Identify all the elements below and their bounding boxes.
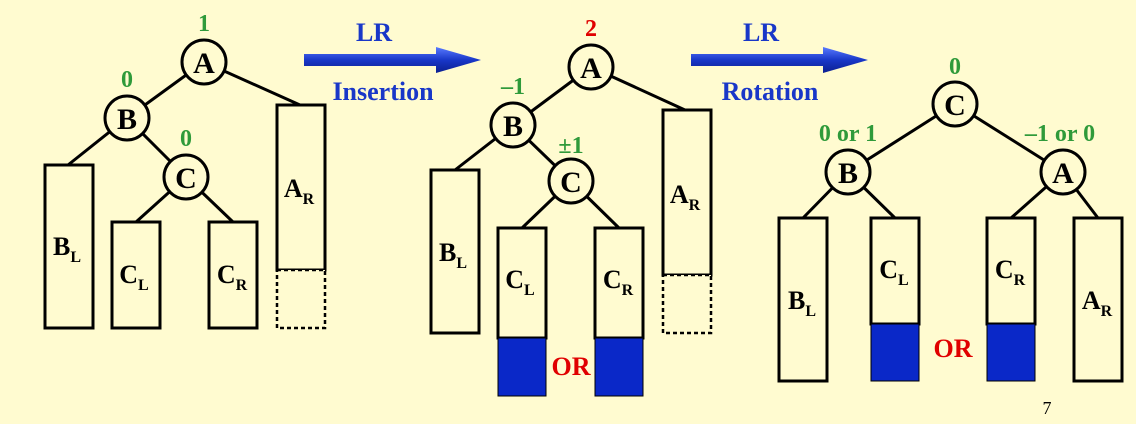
arrow1-top-label: LR — [356, 18, 392, 47]
subtree-cr-label: CR — [217, 260, 248, 294]
subtree-cr-label: CR — [995, 255, 1026, 289]
subtree-cr — [207, 220, 259, 330]
subtree-bl-label: BL — [439, 238, 467, 272]
svg-text:B: B — [117, 103, 137, 136]
subtree-cl-growth-fill — [497, 337, 547, 397]
arrow2-bottom-label: Rotation — [722, 77, 819, 106]
subtree-cl — [110, 220, 162, 330]
subtree-cr-label: CR — [603, 265, 634, 299]
or-label: OR — [552, 352, 591, 381]
svg-text:A: A — [580, 52, 602, 85]
subtree-cl-growth-fill — [870, 323, 920, 382]
node-c: C — [162, 153, 210, 201]
balance-factor-c: 0 — [180, 126, 192, 152]
subtree-cl-label: CL — [879, 255, 908, 289]
subtree-ar — [1072, 216, 1124, 383]
or-label: OR — [934, 334, 973, 363]
balance-factor-a: 1 — [198, 11, 210, 37]
svg-text:A: A — [1052, 157, 1074, 190]
subtree-ar-label: AR — [1082, 286, 1113, 320]
balance-factor-b: 0 or 1 — [819, 121, 877, 147]
subtree-cl-label: CL — [119, 260, 148, 294]
subtree-bl-label: BL — [788, 286, 816, 320]
svg-text:A: A — [193, 47, 215, 80]
node-c: C — [547, 157, 595, 205]
balance-factor-a: –1 or 0 — [1024, 121, 1095, 147]
subtree-bl — [777, 216, 829, 383]
subtree-ar-growth-placeholder — [661, 273, 713, 335]
svg-text:B: B — [838, 157, 858, 190]
node-a: A — [180, 38, 228, 86]
arrow-lr-insertion: LR Insertion — [304, 18, 481, 106]
arrow1-bottom-label: Insertion — [332, 77, 434, 106]
subtree-cr — [593, 226, 645, 340]
arrow2-shape — [691, 47, 868, 73]
subtree-bl — [429, 168, 481, 335]
subtree-bl — [43, 163, 95, 330]
svg-text:C: C — [175, 162, 197, 195]
balance-factor-c: 0 — [949, 54, 961, 80]
subtree-cr — [985, 216, 1037, 326]
subtree-ar-label: AR — [670, 180, 701, 214]
subtree-cr-growth-fill — [986, 323, 1036, 382]
subtree-ar-growth-placeholder — [275, 268, 327, 330]
node-b: B — [824, 148, 872, 196]
tree-after-rotation: BL CL CR AR OR C B A 0 0 or 1 –1 or 0 — [777, 54, 1124, 383]
svg-text:C: C — [560, 166, 582, 199]
subtree-cr-growth-fill — [594, 337, 644, 397]
subtree-ar-label: AR — [284, 174, 315, 208]
node-a: A — [1039, 148, 1087, 196]
balance-factor-b: 0 — [121, 67, 133, 93]
subtree-cl-label: CL — [505, 265, 534, 299]
balance-factor-c: ±1 — [558, 133, 583, 159]
arrow-lr-rotation: LR Rotation — [691, 18, 868, 106]
arrow2-top-label: LR — [743, 18, 779, 47]
tree-after-insertion: BL CL CR AR OR A B C 2 –1 ±1 — [429, 16, 713, 397]
page-number: 7 — [1043, 398, 1052, 418]
balance-factor-b: –1 — [500, 74, 525, 100]
svg-text:C: C — [944, 89, 966, 122]
arrow1-shape — [304, 47, 481, 73]
balance-factor-a: 2 — [585, 16, 597, 42]
node-b: B — [103, 94, 151, 142]
tree-before-insertion: BL CL CR AR A B C 1 0 0 — [43, 11, 327, 330]
node-a: A — [567, 43, 615, 91]
node-b: B — [489, 101, 537, 149]
node-c: C — [931, 80, 979, 128]
subtree-bl-label: BL — [53, 232, 81, 266]
subtree-ar — [661, 108, 713, 277]
svg-text:B: B — [503, 110, 523, 143]
